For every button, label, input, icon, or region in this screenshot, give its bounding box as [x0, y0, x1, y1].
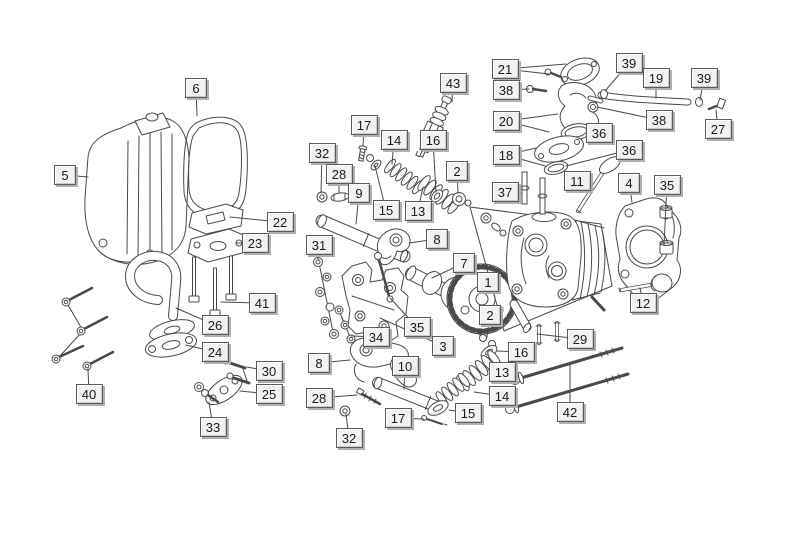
part-seal-16a	[430, 189, 444, 203]
part-spring-14a	[384, 158, 424, 195]
callout-10[interactable]: 10	[391, 356, 419, 376]
callout-38b[interactable]: 38	[645, 110, 673, 130]
part-oring-36b	[543, 160, 569, 176]
callout-33[interactable]: 33	[199, 417, 227, 437]
callout-7[interactable]: 7	[453, 253, 475, 273]
part-air-pipe-26	[125, 250, 195, 341]
part-washer-32a	[316, 191, 328, 203]
part-seat-15b	[427, 400, 449, 416]
callout-29[interactable]: 29	[566, 329, 594, 349]
callout-14a[interactable]: 14	[380, 130, 408, 150]
callout-13a[interactable]: 13	[404, 201, 432, 221]
part-screw-27	[707, 97, 727, 111]
callout-15a[interactable]: 15	[372, 200, 400, 220]
part-screw-17a	[358, 145, 368, 162]
part-clip-39b	[695, 97, 703, 107]
part-gasket-22	[188, 203, 244, 235]
part-washers-34	[334, 305, 356, 344]
part-pin-35	[374, 252, 394, 303]
part-cylinder-head	[480, 211, 606, 334]
callout-28b[interactable]: 28	[305, 388, 333, 408]
part-insulator-18	[534, 135, 584, 163]
callout-36a[interactable]: 36	[585, 123, 613, 143]
callout-21[interactable]: 21	[491, 59, 519, 79]
callout-27[interactable]: 27	[704, 119, 732, 139]
part-valve-11	[576, 156, 621, 214]
callout-8a[interactable]: 8	[426, 229, 448, 249]
callout-5[interactable]: 5	[54, 165, 76, 185]
callout-32a[interactable]: 32	[308, 143, 336, 163]
callout-2b[interactable]: 2	[479, 305, 501, 325]
callout-38a[interactable]: 38	[492, 80, 520, 100]
callout-1[interactable]: 1	[477, 272, 499, 292]
callout-39b[interactable]: 39	[690, 68, 718, 88]
part-screw-33	[194, 382, 220, 404]
callout-26[interactable]: 26	[201, 315, 229, 335]
callout-19[interactable]: 19	[642, 68, 670, 88]
callout-41[interactable]: 41	[248, 293, 276, 313]
callout-14b[interactable]: 14	[488, 386, 516, 406]
callout-40[interactable]: 40	[75, 384, 103, 404]
part-studs-37	[519, 171, 548, 215]
callout-35a[interactable]: 35	[403, 317, 431, 337]
callout-39a[interactable]: 39	[615, 53, 643, 73]
part-bolts-42	[505, 346, 630, 414]
callout-43[interactable]: 43	[439, 73, 467, 93]
callout-34[interactable]: 34	[362, 327, 390, 347]
callout-42[interactable]: 42	[556, 402, 584, 422]
part-valve-12	[618, 273, 673, 293]
part-seal-2a	[452, 192, 472, 207]
part-bolts-40	[51, 286, 115, 371]
callout-16b[interactable]: 16	[507, 342, 535, 362]
callout-17b[interactable]: 17	[384, 408, 412, 428]
part-adjuster-28b	[355, 387, 382, 406]
callout-12[interactable]: 12	[629, 293, 657, 313]
callout-37[interactable]: 37	[491, 182, 519, 202]
part-hose-19	[597, 91, 692, 106]
part-gasket-24	[144, 332, 198, 358]
callout-16a[interactable]: 16	[419, 130, 447, 150]
callout-3[interactable]: 3	[432, 336, 454, 356]
callout-35b[interactable]: 35	[653, 175, 681, 195]
callout-15b[interactable]: 15	[454, 403, 482, 423]
callout-9[interactable]: 9	[348, 183, 370, 203]
callout-18[interactable]: 18	[492, 145, 520, 165]
callout-17a[interactable]: 17	[350, 115, 378, 135]
callout-22[interactable]: 22	[266, 212, 294, 232]
callout-24[interactable]: 24	[201, 342, 229, 362]
callout-31[interactable]: 31	[305, 235, 333, 255]
callout-30[interactable]: 30	[255, 361, 283, 381]
callout-11[interactable]: 11	[563, 171, 591, 191]
part-valve-cover	[84, 112, 190, 265]
callout-28a[interactable]: 28	[325, 164, 353, 184]
part-bolts-41	[188, 255, 237, 317]
part-nut-28a	[330, 192, 350, 202]
part-retainer-15a	[366, 154, 382, 171]
part-manifold-20	[557, 82, 604, 135]
callout-13b[interactable]: 13	[488, 362, 516, 382]
callout-6[interactable]: 6	[185, 78, 207, 98]
callout-25[interactable]: 25	[255, 384, 283, 404]
callout-23[interactable]: 23	[241, 233, 269, 253]
part-washer-32b	[339, 405, 351, 417]
part-fasteners-31	[313, 257, 339, 339]
callout-32b[interactable]: 32	[335, 428, 363, 448]
callout-2a[interactable]: 2	[446, 161, 468, 181]
part-bracket-25	[205, 374, 243, 406]
part-clip-39a	[600, 89, 608, 99]
callout-20[interactable]: 20	[492, 111, 520, 131]
callout-36b[interactable]: 36	[615, 140, 643, 160]
callout-4[interactable]: 4	[618, 173, 640, 193]
callout-8b[interactable]: 8	[308, 353, 330, 373]
